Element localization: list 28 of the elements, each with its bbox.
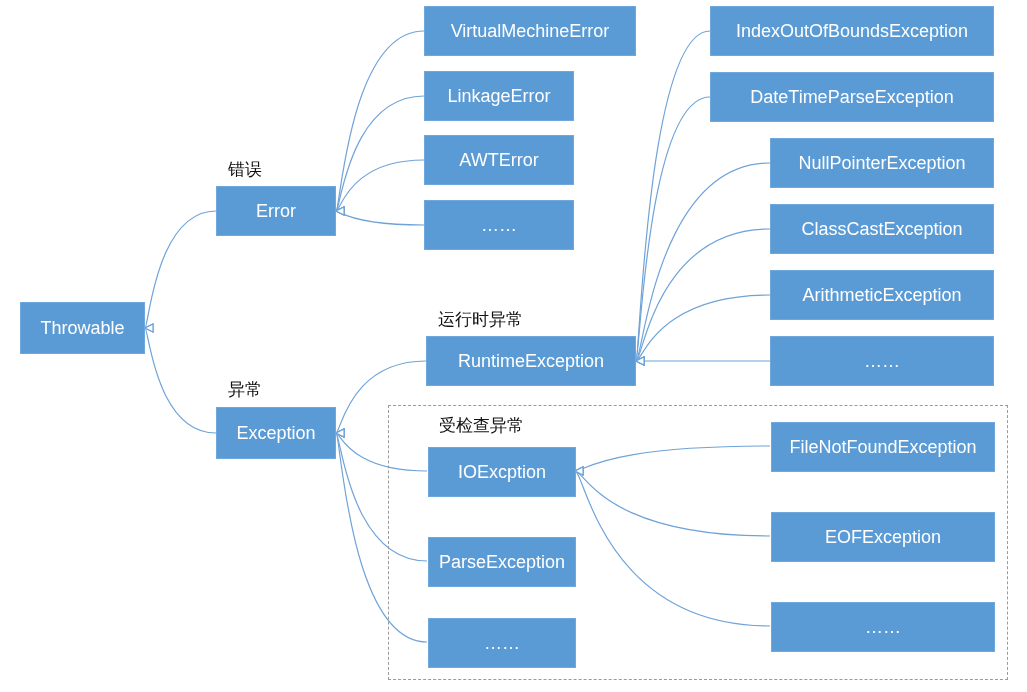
class-box: Throwable <box>20 302 145 354</box>
class-box: NullPointerException <box>770 138 994 188</box>
class-box: LinkageError <box>424 71 574 121</box>
class-box: Error <box>216 186 336 236</box>
inheritance-arrow <box>335 208 425 226</box>
class-box: …… <box>424 200 574 250</box>
class-box: ArithmeticException <box>770 270 994 320</box>
class-box: RuntimeException <box>426 336 636 386</box>
class-box: …… <box>770 336 994 386</box>
class-box: ParseException <box>428 537 576 587</box>
class-box: AWTError <box>424 135 574 185</box>
inheritance-arrow <box>635 162 771 362</box>
class-box: …… <box>428 618 576 668</box>
group-label: 受检查异常 <box>439 415 524 437</box>
class-box: IndexOutOfBoundsException <box>710 6 994 56</box>
class-box: FileNotFoundException <box>771 422 995 472</box>
class-box: VirtualMechineError <box>424 6 636 56</box>
class-box: …… <box>771 602 995 652</box>
inheritance-arrow <box>635 228 771 362</box>
node-caption: 异常 <box>228 379 262 401</box>
class-box: Exception <box>216 407 336 459</box>
class-box: ClassCastException <box>770 204 994 254</box>
inheritance-arrow <box>635 294 771 362</box>
class-box: DateTimeParseException <box>710 72 994 122</box>
class-box: EOFException <box>771 512 995 562</box>
class-box: IOExcption <box>428 447 576 497</box>
node-caption: 运行时异常 <box>438 309 523 331</box>
node-caption: 错误 <box>228 159 262 181</box>
